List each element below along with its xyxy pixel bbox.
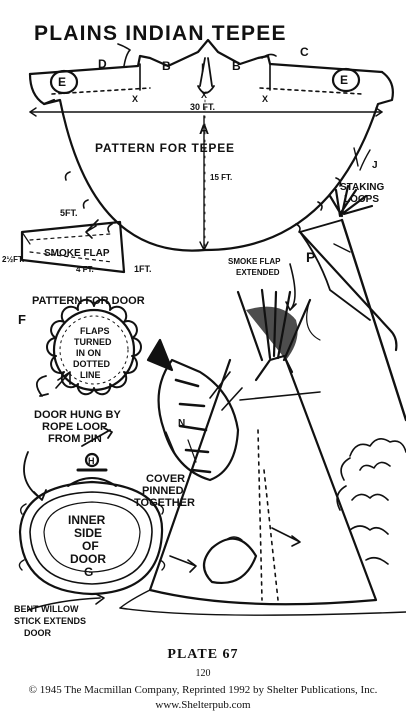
willow-1: BENT WILLOW (14, 604, 79, 614)
willow-2: STICK EXTENDS (14, 616, 86, 626)
label-x-right: X (262, 94, 268, 104)
label-d: D (98, 57, 107, 71)
label-p: P (306, 249, 315, 265)
label-staking-2: LOOPS (344, 194, 379, 205)
label-smoke-extended-2: EXTENDED (236, 268, 280, 277)
plate-title: PLAINS INDIAN TEPEE (34, 22, 287, 45)
willow-3: DOOR (24, 628, 52, 638)
label-smoke-extended-1: SMOKE FLAP (228, 257, 281, 266)
label-c: C (300, 45, 309, 59)
door-flaps-5: LINE (80, 370, 101, 380)
label-e-right: E (340, 73, 348, 87)
bushes-drawing (336, 438, 406, 565)
door-pattern-drawing (36, 298, 142, 397)
door-flaps-1: FLAPS (80, 326, 110, 336)
website-link[interactable]: www.Shelterpub.com (155, 699, 251, 711)
label-h: H (88, 456, 95, 466)
label-height: 15 FT. (210, 173, 232, 182)
label-e-left: E (58, 75, 66, 89)
tepee-illustration (119, 288, 406, 616)
label-staking-1: STAKING (340, 182, 384, 193)
door-flaps-4: DOTTED (73, 359, 110, 369)
cover-1: COVER (146, 473, 185, 485)
copyright-line: © 1945 The Macmillan Company, Reprinted … (28, 684, 378, 696)
label-j: J (372, 160, 378, 171)
label-width: 30 FT. (190, 102, 215, 112)
label-b-left: B (162, 59, 171, 73)
label-smoke-bottom: 4 FT. (76, 265, 94, 274)
door-inner-2: SIDE (74, 526, 102, 540)
callout-arrows (55, 219, 321, 573)
cover-3: TOGETHER (134, 497, 195, 509)
smoke-flap-drawing (20, 220, 126, 274)
door-flaps-3: IN ON (76, 348, 101, 358)
door-inner-1: INNER (68, 513, 106, 527)
label-smoke-top: 5FT. (60, 208, 78, 218)
door-inner-4: DOOR (70, 552, 106, 566)
label-g: G (84, 565, 93, 579)
plate-illustration: PLAINS INDIAN TEPEE E D B I B C E X X X … (2, 22, 406, 638)
door-hung-1: DOOR HUNG BY (34, 409, 121, 421)
label-f: F (18, 312, 26, 327)
door-hung-2: ROPE LOOP (42, 421, 107, 433)
page-number: 120 (195, 668, 211, 679)
tepee-pattern-drawing (28, 38, 394, 252)
label-smoke-right: 1FT. (134, 264, 152, 274)
label-pattern: PATTERN FOR TEPEE (95, 141, 235, 155)
door-hung-3: FROM PIN (48, 433, 102, 445)
label-smoke-flap: SMOKE FLAP (44, 248, 110, 259)
label-i: I (201, 61, 204, 75)
label-smoke-side: 2½FT. (2, 255, 24, 264)
label-x-center: X (201, 90, 207, 100)
door-pattern-heading: PATTERN FOR DOOR (32, 295, 145, 307)
tepee-poles-drawing (298, 184, 406, 422)
door-flaps-2: TURNED (74, 337, 112, 347)
label-b-right: B (232, 59, 241, 73)
label-x-left: X (132, 94, 138, 104)
cover-2: PINNED (142, 485, 184, 497)
label-n: N (178, 418, 185, 429)
door-inner-3: OF (82, 539, 99, 553)
door-drawing (18, 427, 166, 611)
plate-label: PLATE 67 (167, 647, 239, 662)
label-a: A (199, 121, 209, 137)
